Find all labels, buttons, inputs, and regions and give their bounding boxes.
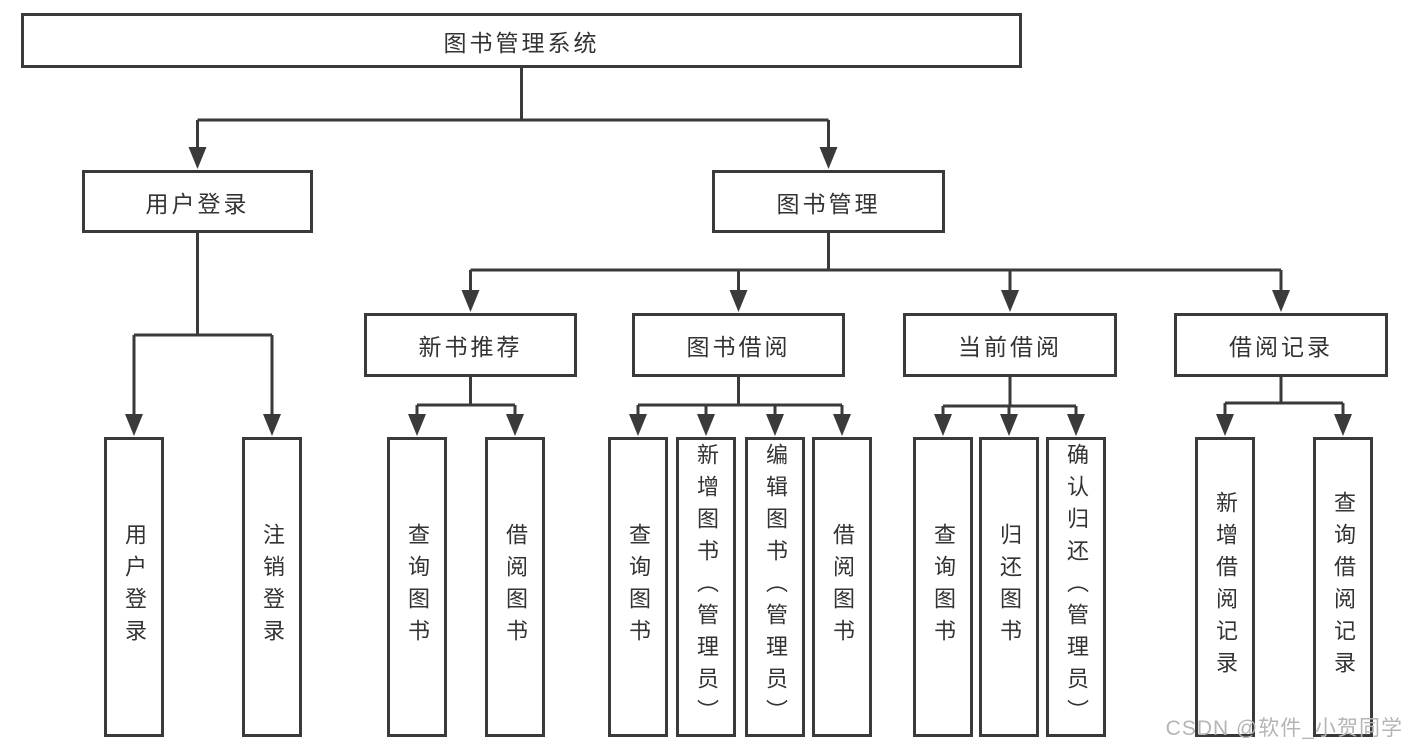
node-borrow-records-label: 借阅记录 [1229, 334, 1333, 360]
node-user-login: 用户登录 [82, 170, 313, 233]
leaf-borrow-books-recommend: 借阅图书 [485, 437, 545, 737]
leaf-borrow-books-recommend-label: 借阅图书 [503, 523, 528, 651]
node-current-borrow-label: 当前借阅 [958, 334, 1062, 360]
node-borrow-records: 借阅记录 [1174, 313, 1388, 377]
leaf-edit-book-admin-label: 编辑图书（管理员） [763, 443, 788, 731]
node-root: 图书管理系统 [21, 13, 1022, 68]
leaf-query-borrow-record: 查询借阅记录 [1313, 437, 1373, 737]
leaf-query-books-recommend-label: 查询图书 [405, 523, 430, 651]
leaf-query-books-current-label: 查询图书 [931, 523, 956, 651]
leaf-return-book-label: 归还图书 [997, 523, 1022, 651]
node-book-management: 图书管理 [712, 170, 945, 233]
leaf-add-borrow-record: 新增借阅记录 [1195, 437, 1255, 737]
node-book-borrow-label: 图书借阅 [686, 334, 791, 360]
csdn-watermark: CSDN @软件_小贺同学 [1165, 717, 1403, 740]
leaf-query-books-borrow: 查询图书 [608, 437, 668, 737]
leaf-return-book: 归还图书 [979, 437, 1039, 737]
leaf-confirm-return-admin-label: 确认归还（管理员） [1064, 443, 1089, 731]
leaf-add-book-admin-label: 新增图书（管理员） [694, 443, 719, 731]
leaf-user-login: 用户登录 [104, 437, 164, 737]
leaf-confirm-return-admin: 确认归还（管理员） [1046, 437, 1106, 737]
node-current-borrow: 当前借阅 [903, 313, 1117, 377]
leaf-user-login-label: 用户登录 [122, 523, 147, 651]
leaf-query-books-current: 查询图书 [913, 437, 973, 737]
leaf-borrow-books-label: 借阅图书 [830, 523, 855, 651]
leaf-add-borrow-record-label: 新增借阅记录 [1213, 491, 1238, 683]
leaf-query-borrow-record-label: 查询借阅记录 [1331, 491, 1356, 683]
node-book-management-label: 图书管理 [776, 190, 881, 217]
leaf-borrow-books: 借阅图书 [812, 437, 872, 737]
leaf-logout-label: 注销登录 [260, 523, 285, 651]
leaf-query-books-recommend: 查询图书 [387, 437, 447, 737]
leaf-add-book-admin: 新增图书（管理员） [676, 437, 736, 737]
node-book-borrow: 图书借阅 [632, 313, 845, 377]
leaf-query-books-borrow-label: 查询图书 [626, 523, 651, 651]
node-user-login-label: 用户登录 [145, 190, 250, 217]
node-new-book-recommend: 新书推荐 [364, 313, 577, 377]
leaf-edit-book-admin: 编辑图书（管理员） [745, 437, 805, 737]
node-root-label: 图书管理系统 [443, 29, 600, 56]
node-new-book-recommend-label: 新书推荐 [418, 334, 523, 360]
leaf-logout: 注销登录 [242, 437, 302, 737]
